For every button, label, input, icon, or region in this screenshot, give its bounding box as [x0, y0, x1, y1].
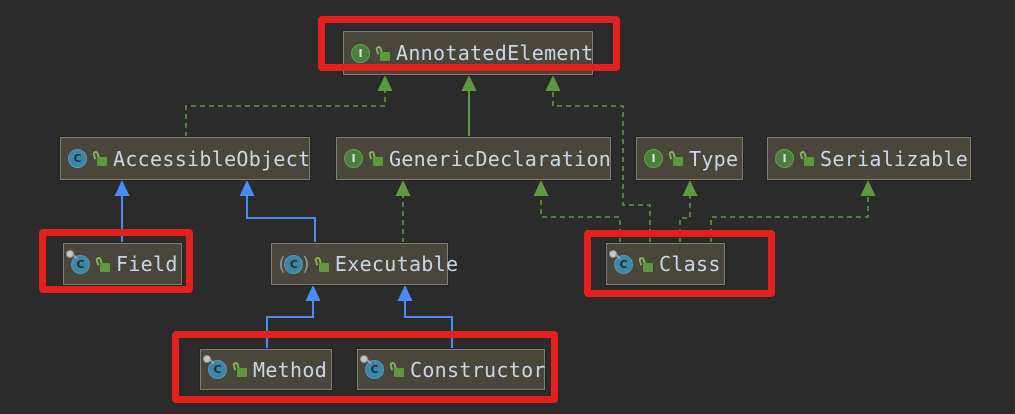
arrowhead-class-to-annotated-element — [545, 75, 561, 91]
node-label: Type — [689, 146, 739, 171]
public-lock-icon — [799, 150, 814, 166]
public-lock-icon — [389, 361, 404, 377]
node-label: Constructor — [410, 357, 546, 382]
public-lock-icon — [95, 255, 110, 272]
node-field[interactable]: C Field — [63, 243, 182, 285]
final-class-icon: C — [360, 355, 384, 379]
public-lock-icon — [313, 255, 329, 272]
edge-class-to-type — [679, 195, 691, 243]
interface-icon: I — [351, 43, 370, 63]
node-method[interactable]: C Method — [200, 349, 332, 390]
class-circle-icon: C — [68, 149, 87, 168]
edge-constructor-to-executable — [404, 300, 453, 349]
interface-circle-icon: I — [344, 149, 363, 168]
interface-icon: I — [644, 149, 663, 168]
edge-accessible-object-to-annotated-element — [185, 90, 386, 137]
public-lock-icon — [668, 150, 683, 166]
final-pin-icon — [66, 249, 74, 258]
abstract-paren-icon: ( — [276, 252, 288, 275]
final-pin-icon — [609, 249, 617, 258]
public-lock-icon — [232, 361, 247, 377]
node-generic-declaration[interactable]: I GenericDeclaration — [336, 137, 611, 180]
arrowhead-class-to-type — [682, 180, 698, 196]
final-class-icon: C — [66, 249, 90, 274]
arrowhead-constructor-to-executable — [397, 285, 413, 301]
abstract-paren-icon: ) — [300, 252, 312, 275]
interface-circle-icon: I — [775, 149, 794, 168]
public-lock-icon — [375, 44, 390, 61]
public-lock-icon — [638, 255, 653, 272]
arrowhead-method-to-executable — [305, 285, 321, 301]
final-class-icon: C — [203, 355, 227, 379]
node-label: Field — [116, 252, 178, 276]
node-serializable[interactable]: I Serializable — [767, 137, 971, 180]
edge-class-to-annotated-element — [552, 90, 651, 243]
node-executable[interactable]: (C) Executable — [271, 243, 458, 285]
node-label: GenericDeclaration — [389, 146, 612, 171]
node-type[interactable]: I Type — [636, 137, 743, 180]
node-label: AccessibleObject — [113, 146, 311, 171]
public-lock-icon — [92, 150, 107, 166]
interface-icon: I — [344, 149, 363, 168]
final-pin-icon — [360, 355, 368, 363]
edge-class-to-generic-declaration — [540, 195, 621, 243]
interface-icon: I — [775, 149, 794, 168]
edge-class-to-serializable — [710, 195, 869, 243]
node-label: Method — [253, 357, 328, 382]
final-pin-icon — [203, 355, 211, 363]
node-label: Executable — [334, 252, 459, 276]
class-circle-icon: C — [208, 360, 227, 379]
node-label: AnnotatedElement — [396, 41, 594, 65]
node-label: Serializable — [820, 146, 969, 171]
interface-circle-icon: I — [351, 43, 370, 63]
abstract-class-icon: (C) — [276, 252, 312, 275]
arrowhead-executable-to-accessible-object — [239, 180, 255, 196]
node-accessible-object[interactable]: C AccessibleObject — [60, 137, 310, 180]
arrowhead-generic-declaration-to-annotated-element — [461, 75, 477, 91]
node-label: Class — [659, 252, 721, 276]
arrowhead-accessible-object-to-annotated-element — [377, 75, 393, 91]
node-constructor[interactable]: C Constructor — [357, 349, 545, 390]
edge-executable-to-accessible-object — [246, 195, 316, 243]
arrowhead-class-to-serializable — [860, 180, 876, 196]
edge-method-to-executable — [266, 300, 314, 349]
node-annotated-element[interactable]: I AnnotatedElement — [343, 31, 593, 75]
interface-circle-icon: I — [644, 149, 663, 168]
arrowhead-executable-to-generic-declaration — [395, 180, 411, 196]
node-class[interactable]: C Class — [606, 243, 725, 285]
class-circle-icon: C — [284, 254, 304, 274]
class-icon: C — [68, 149, 87, 168]
class-circle-icon: C — [365, 360, 384, 379]
arrowhead-class-to-generic-declaration — [533, 180, 549, 196]
final-class-icon: C — [609, 249, 633, 274]
arrowhead-field-to-accessible-object — [114, 180, 130, 196]
public-lock-icon — [368, 150, 383, 166]
